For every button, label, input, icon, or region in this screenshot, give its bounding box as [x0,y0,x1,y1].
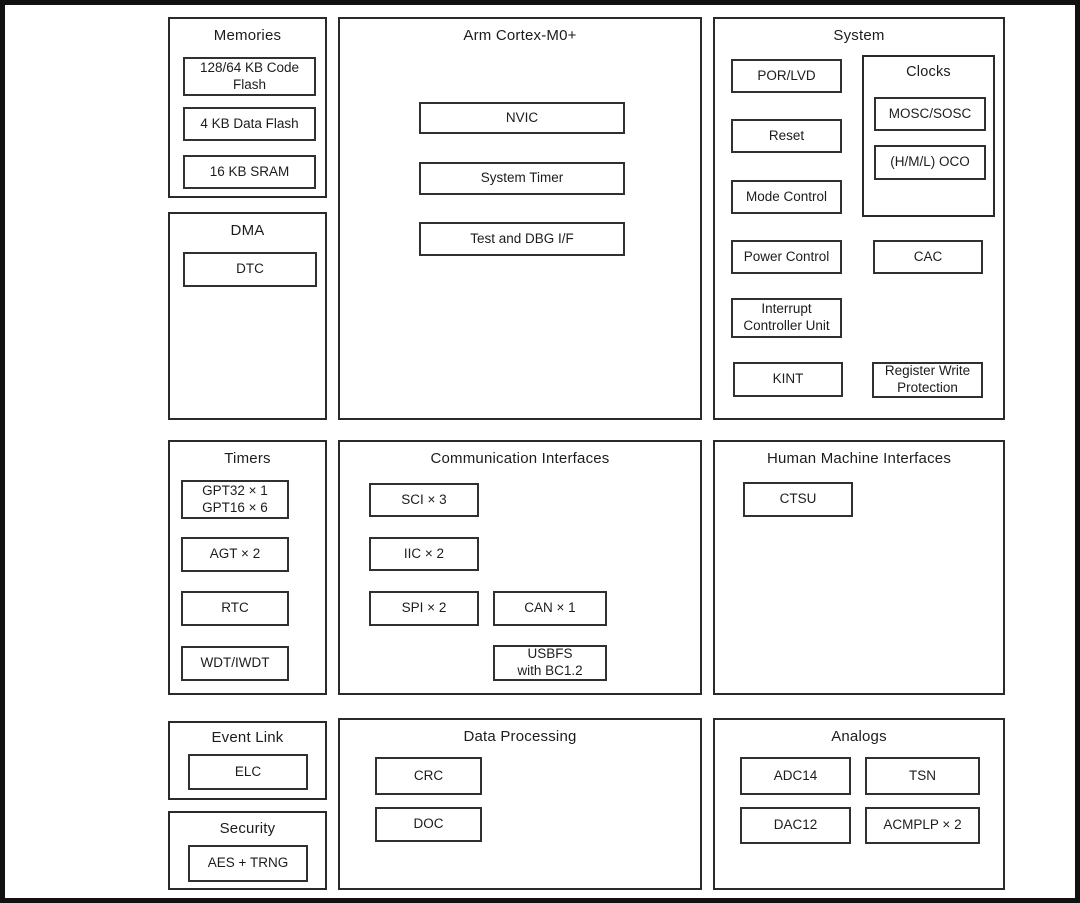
block-spi: SPI × 2 [369,591,479,626]
block-ctsu: CTSU [743,482,853,517]
panel-timers: Timers GPT32 × 1 GPT16 × 6 AGT × 2 RTC W… [168,440,327,695]
block-acmplp: ACMPLP × 2 [865,807,980,844]
panel-security-title: Security [219,820,276,837]
panel-data-processing-title: Data Processing [463,728,577,745]
panel-cortex-title: Arm Cortex-M0+ [463,27,577,44]
block-adc14: ADC14 [740,757,851,795]
block-agt: AGT × 2 [181,537,289,572]
block-por-lvd: POR/LVD [731,59,842,93]
block-mode-control: Mode Control [731,180,842,214]
panel-cortex: Arm Cortex-M0+ NVIC System Timer Test an… [338,17,702,420]
block-tsn: TSN [865,757,980,795]
panel-hmi: Human Machine Interfaces CTSU [713,440,1005,695]
block-usbfs: USBFS with BC1.2 [493,645,607,681]
block-sci: SCI × 3 [369,483,479,517]
block-iic: IIC × 2 [369,537,479,571]
block-oco: (H/M/L) OCO [874,145,986,180]
group-clocks: Clocks MOSC/SOSC (H/M/L) OCO [862,55,995,217]
panel-hmi-title: Human Machine Interfaces [766,450,952,467]
block-nvic: NVIC [419,102,625,134]
block-interrupt-controller-unit: Interrupt Controller Unit [731,298,842,338]
panel-comm-title: Communication Interfaces [430,450,610,467]
block-crc: CRC [375,757,482,795]
block-test-dbg: Test and DBG I/F [419,222,625,256]
panel-timers-title: Timers [224,450,271,467]
block-dtc: DTC [183,252,317,287]
block-can: CAN × 1 [493,591,607,626]
block-code-flash: 128/64 KB Code Flash [183,57,316,96]
block-register-write-protection: Register Write Protection [872,362,983,398]
block-dac12: DAC12 [740,807,851,844]
group-clocks-title: Clocks [906,64,951,80]
block-doc: DOC [375,807,482,842]
block-kint: KINT [733,362,843,397]
panel-analogs-title: Analogs [831,728,887,745]
block-mosc-sosc: MOSC/SOSC [874,97,986,131]
panel-dma: DMA DTC [168,212,327,420]
block-system-timer: System Timer [419,162,625,195]
panel-analogs: Analogs ADC14 TSN DAC12 ACMPLP × 2 [713,718,1005,890]
block-elc: ELC [188,754,308,790]
block-data-flash: 4 KB Data Flash [183,107,316,141]
block-cac: CAC [873,240,983,274]
panel-security: Security AES + TRNG [168,811,327,890]
panel-system: System POR/LVD Reset Mode Control Power … [713,17,1005,420]
panel-memories-title: Memories [213,27,282,44]
block-reset: Reset [731,119,842,153]
panel-memories: Memories 128/64 KB Code Flash 4 KB Data … [168,17,327,198]
block-gpt: GPT32 × 1 GPT16 × 6 [181,480,289,519]
block-wdt: WDT/IWDT [181,646,289,681]
panel-system-title: System [833,27,885,44]
panel-event-link-title: Event Link [211,729,284,746]
panel-event-link: Event Link ELC [168,721,327,800]
block-power-control: Power Control [731,240,842,274]
panel-dma-title: DMA [230,222,265,239]
block-aes-trng: AES + TRNG [188,845,308,882]
panel-data-processing: Data Processing CRC DOC [338,718,702,890]
block-rtc: RTC [181,591,289,626]
block-sram: 16 KB SRAM [183,155,316,189]
panel-comm: Communication Interfaces SCI × 3 IIC × 2… [338,440,702,695]
